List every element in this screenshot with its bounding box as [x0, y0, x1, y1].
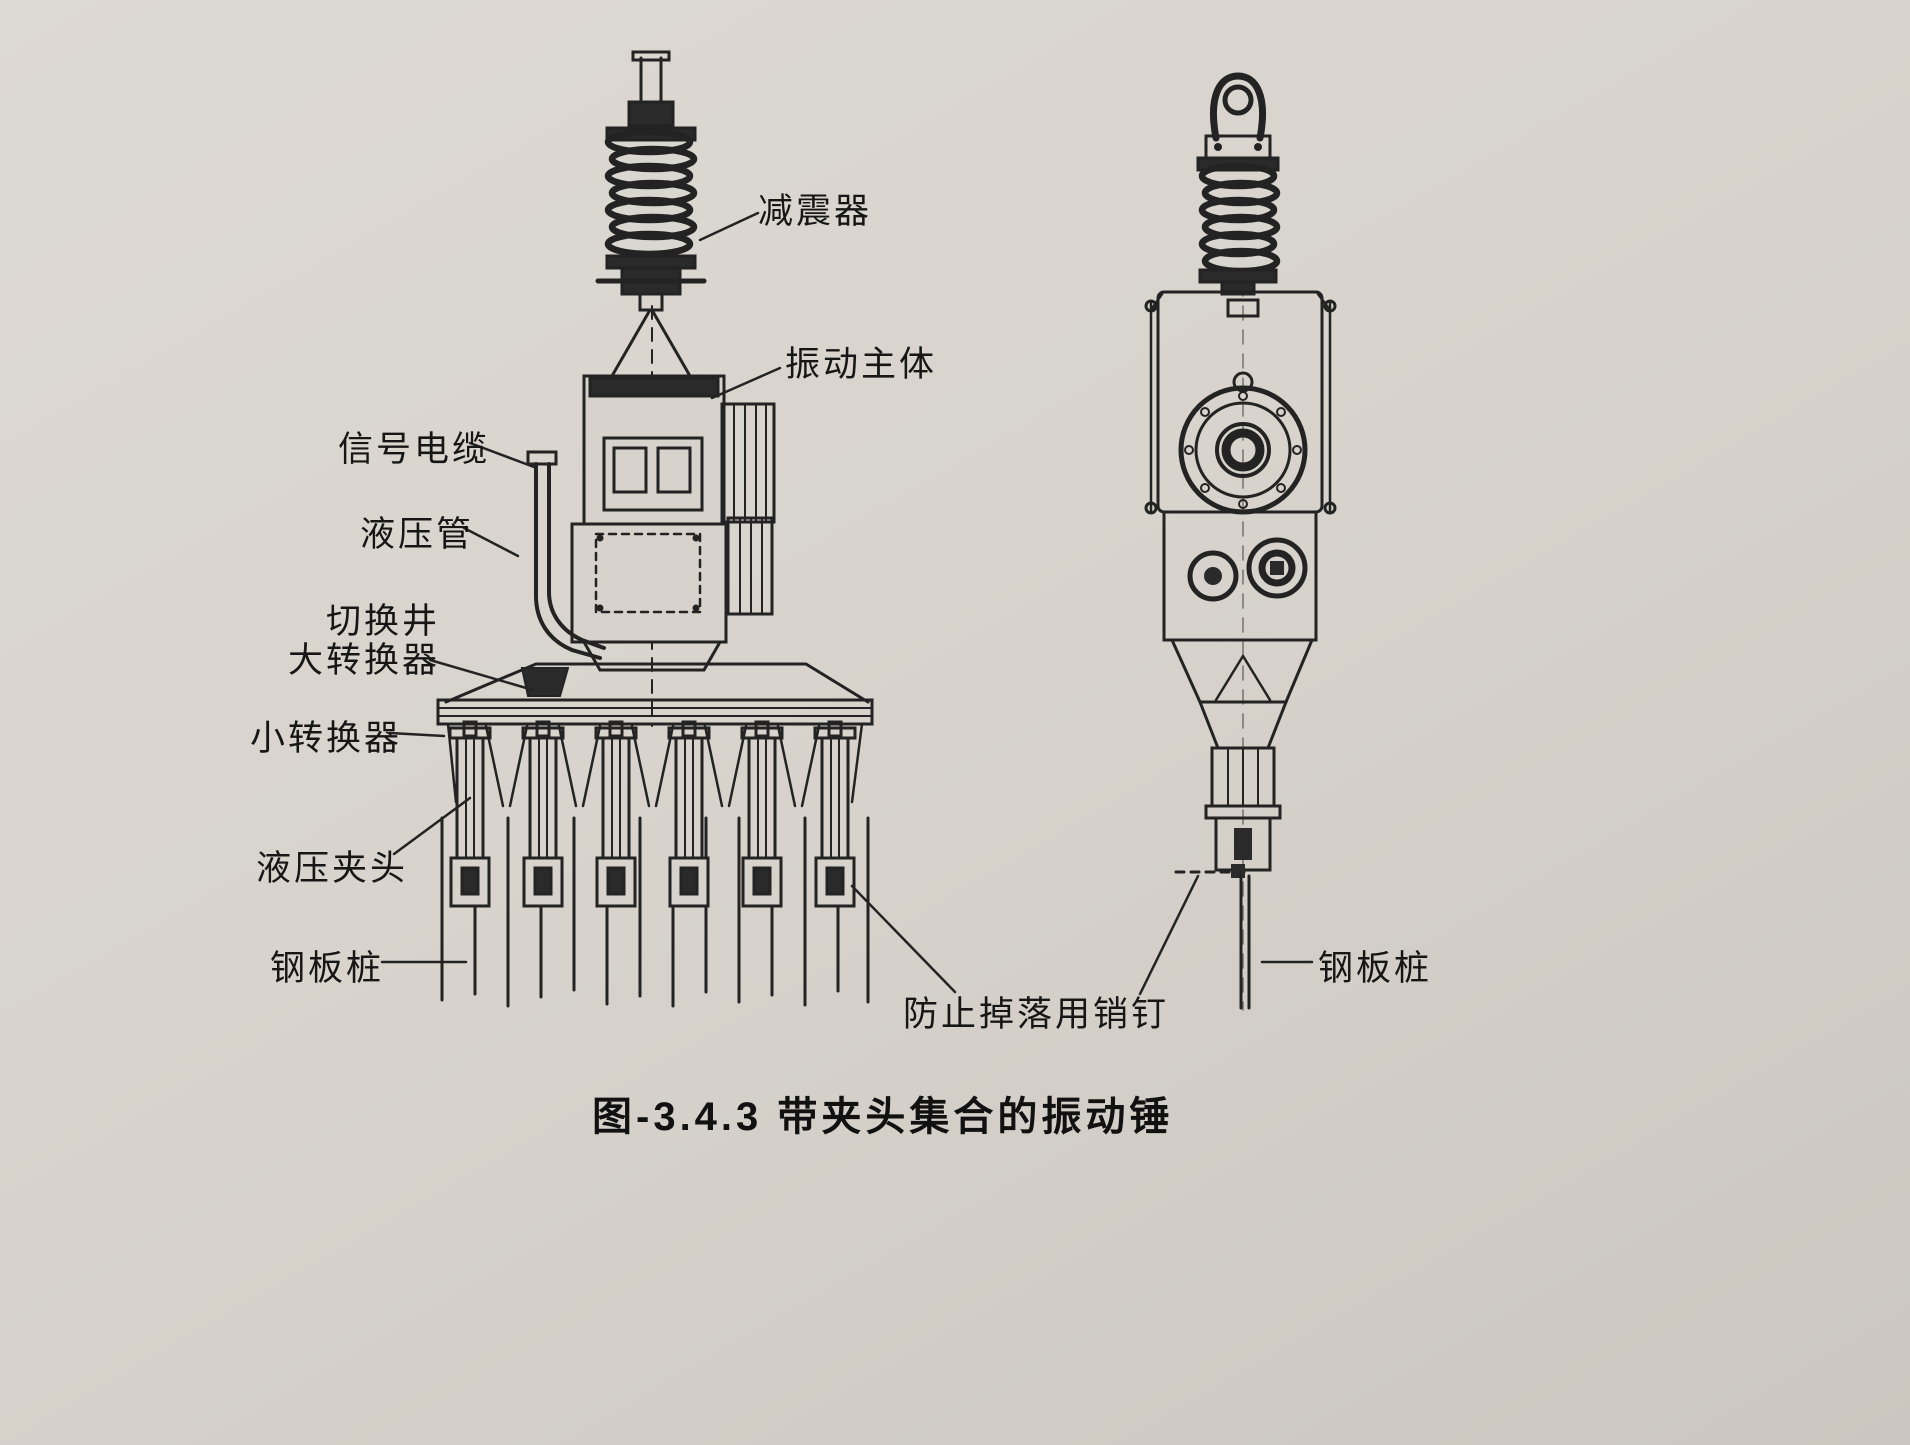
clamp-funnels [446, 722, 864, 808]
label-small-converter: 小转换器 [250, 719, 403, 758]
front-view-drawing [436, 50, 874, 1008]
sheet-pile-side [1239, 874, 1251, 1010]
lower-housing-side [1162, 510, 1318, 642]
label-switch-converter: 切换井 大转换器 [288, 604, 440, 678]
clamp-beam [436, 662, 874, 726]
label-hydraulic-pipe: 液压管 [360, 515, 475, 554]
clamp-side [1169, 638, 1315, 878]
vibration-body-side [1144, 290, 1337, 515]
shock-absorber-side [1196, 156, 1281, 296]
hydraulic-clamps [448, 720, 857, 908]
vibration-body-front [570, 374, 776, 672]
label-anti-drop-pin: 防止掉落用销钉 [903, 995, 1170, 1034]
figure-caption: 图-3.4.3 带夹头集合的振动锤 [592, 1095, 1174, 1139]
lifting-shackle [1204, 72, 1272, 160]
label-sheet-pile-left: 钢板桩 [270, 949, 385, 988]
sheet-piles-front [440, 816, 870, 1008]
side-view-drawing [1144, 72, 1337, 1011]
label-vibration-body: 振动主体 [785, 345, 938, 384]
label-hydraulic-clamp: 液压夹头 [256, 849, 409, 888]
leader-lines [380, 211, 1314, 996]
shock-absorber-front [595, 50, 707, 378]
label-sheet-pile-right: 钢板桩 [1318, 949, 1433, 988]
label-damper: 减震器 [758, 192, 873, 231]
label-switch: 切换井 [326, 602, 441, 641]
label-signal-cable: 信号电缆 [338, 430, 491, 469]
label-large-converter: 大转换器 [288, 641, 441, 680]
